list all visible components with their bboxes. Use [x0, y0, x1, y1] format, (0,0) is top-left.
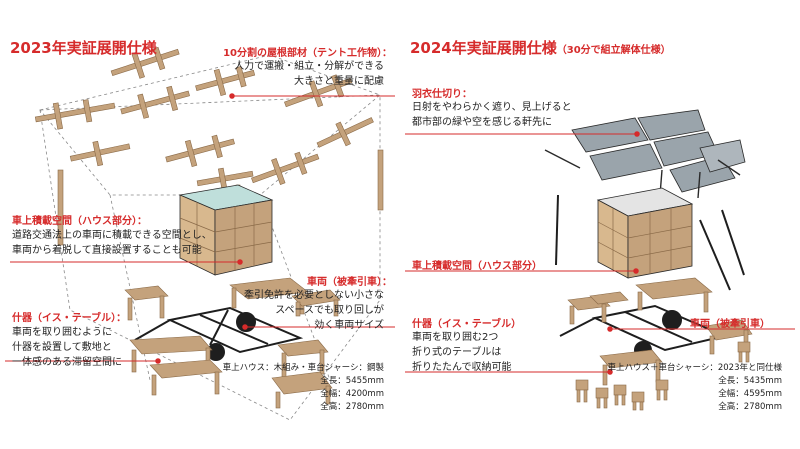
furniture-2024-line-1: 車両を取り囲む2つ: [412, 332, 499, 343]
house-module: [596, 187, 694, 279]
furniture-2024-line-2: 折り式のテーブルは: [412, 347, 502, 358]
trailer: [559, 304, 729, 359]
spec-2024-length: 全長：5435mm: [718, 376, 782, 386]
roof-line-2: 大きさと重量に配慮: [294, 76, 384, 87]
roof-description: 人力で運搬・組立・分解ができる 大きさと重量に配慮: [234, 59, 384, 89]
house-heading-2024: 車上積載空間（ハウス部分）: [412, 261, 542, 272]
vehicle-line-2: スペースでも取り回しが: [275, 305, 384, 316]
side-strands: [555, 194, 745, 291]
spec-width: 全幅：4200mm: [320, 389, 384, 399]
illustration-2024: [405, 109, 795, 411]
canopy-panels: [571, 109, 746, 193]
title-2024-main: 2024年実証展開仕様: [410, 39, 557, 57]
panel-2024: 2024年実証展開仕様（30分で組立解体仕様） 羽衣仕切り： 日射をやわらかく遮…: [400, 0, 800, 449]
spec-2024-height: 全高：2780mm: [718, 402, 782, 412]
title-2023: 2023年実証展開仕様: [10, 39, 157, 57]
specs-2024: 車上ハウス＋車台シャーシ：2023年と同仕様 全長：5435mm 全幅：4595…: [608, 362, 782, 414]
eaves-description: 日射をやわらかく遮り、見上げると 都市部の緑や空を感じる軒先に: [412, 100, 572, 130]
furniture-line-1: 車両を取り囲むように: [12, 327, 112, 338]
roof-line-1: 人力で運搬・組立・分解ができる: [234, 61, 384, 72]
furniture-heading: 什器（イス・テーブル）：: [12, 313, 127, 324]
eaves-line-1: 日射をやわらかく遮り、見上げると: [412, 102, 572, 113]
title-2024: 2024年実証展開仕様（30分で組立解体仕様）: [410, 37, 671, 58]
spec-2024-width: 全幅：4595mm: [718, 389, 782, 399]
house-line-1: 道路交通法上の車両に積載できる空間とし、: [12, 230, 212, 241]
illustration-2023: [5, 46, 395, 421]
specs-2023: 車上ハウス：木組み・車台シャーシ：鋼製 全長：5455mm 全幅：4200mm …: [223, 362, 384, 414]
vehicle-heading: 車両（被牽引車）：: [307, 277, 392, 288]
furniture-line-2: 什器を設置して敷地と: [12, 342, 112, 353]
vehicle-line-3: 効く車両サイズ: [314, 320, 384, 331]
roof-members: [34, 46, 384, 246]
title-2024-note: （30分で組立解体仕様）: [556, 45, 671, 56]
spec-height: 全高：2780mm: [320, 402, 384, 412]
leader-lines: [5, 93, 395, 364]
house-line-2: 車両から着脱して直接設置することも可能: [12, 245, 202, 256]
house-module: [178, 184, 274, 276]
roof-heading: 10分割の屋根部材（テント工作物）：: [223, 48, 392, 59]
spec-2024-material: 車上ハウス＋車台シャーシ：2023年と同仕様: [607, 363, 782, 373]
leader-lines: [405, 131, 795, 375]
spec-length: 全長：5455mm: [320, 376, 384, 386]
eaves-line-2: 都市部の緑や空を感じる軒先に: [412, 117, 552, 128]
furniture: [124, 277, 341, 409]
house-description: 道路交通法上の車両に積載できる空間とし、 車両から着脱して直接設置することも可能: [12, 228, 212, 258]
vehicle-line-1: 牽引免許を必要としない小さな: [244, 290, 384, 301]
spec-material: 車上ハウス：木組み・車台シャーシ：鋼製: [222, 363, 384, 373]
furniture-description: 車両を取り囲むように 什器を設置して敷地と 一体感のある滞留空間に: [12, 325, 122, 370]
furniture: [567, 277, 753, 411]
vehicle-description: 牽引免許を必要としない小さな スペースでも取り回しが 効く車両サイズ: [244, 288, 384, 333]
furniture-2024-line-3: 折りたたんで収納可能: [412, 362, 512, 373]
eaves-heading: 羽衣仕切り：: [412, 89, 472, 100]
furniture-description-2024: 車両を取り囲む2つ 折り式のテーブルは 折りたたんで収納可能: [412, 330, 512, 375]
house-heading: 車上積載空間（ハウス部分）：: [12, 216, 147, 227]
panel-2023: 2023年実証展開仕様 10分割の屋根部材（テント工作物）： 人力で運搬・組立・…: [5, 39, 395, 421]
furniture-heading-2024: 什器（イス・テーブル）: [412, 319, 522, 330]
vehicle-heading-2024: 車両（被牽引車）: [690, 319, 770, 330]
furniture-line-3: 一体感のある滞留空間に: [12, 357, 122, 368]
